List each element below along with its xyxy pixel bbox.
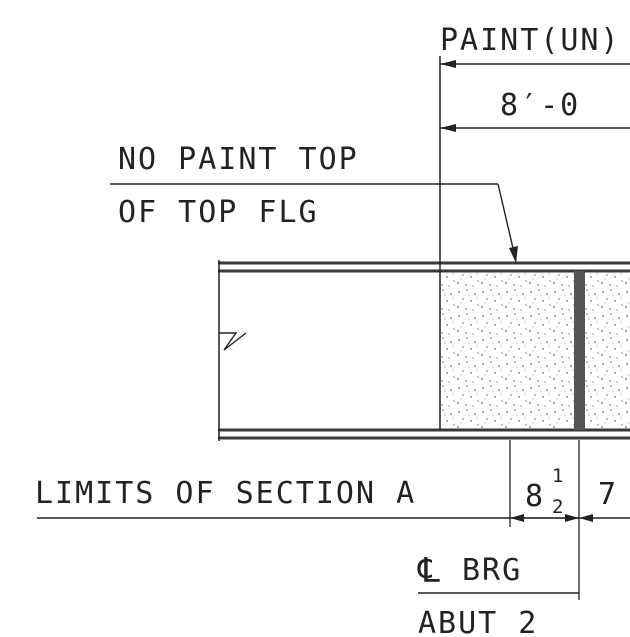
paint-dimension-line — [440, 60, 630, 68]
dim-fraction-denominator: 2 — [552, 496, 563, 518]
paint-dimension-label: PAINT(UN) — [440, 23, 621, 58]
eight-foot-dimension-line — [440, 124, 630, 132]
bottom-flange — [218, 428, 630, 440]
eight-foot-dimension-value: 8′-0 — [500, 88, 580, 123]
no-paint-leader — [497, 183, 518, 263]
no-paint-note-line1: NO PAINT TOP — [118, 142, 359, 177]
dim-eight-whole: 8 — [525, 479, 543, 514]
bearing-label: BRG — [462, 553, 522, 588]
break-line — [218, 260, 247, 441]
bottom-dimension-arrows — [510, 514, 593, 522]
centerline-symbol: ℄ — [417, 551, 440, 591]
dim-seven: 7 — [598, 477, 616, 512]
top-flange — [218, 261, 630, 273]
no-paint-note-line2: OF TOP FLG — [118, 195, 319, 230]
dim-fraction-numerator: 1 — [552, 465, 563, 487]
limits-of-section-note: LIMITS OF SECTION A — [35, 476, 416, 511]
bearing-stiffener — [574, 271, 585, 430]
paint-region-speckle — [441, 272, 630, 430]
abutment-label: ABUT 2 — [418, 606, 538, 637]
